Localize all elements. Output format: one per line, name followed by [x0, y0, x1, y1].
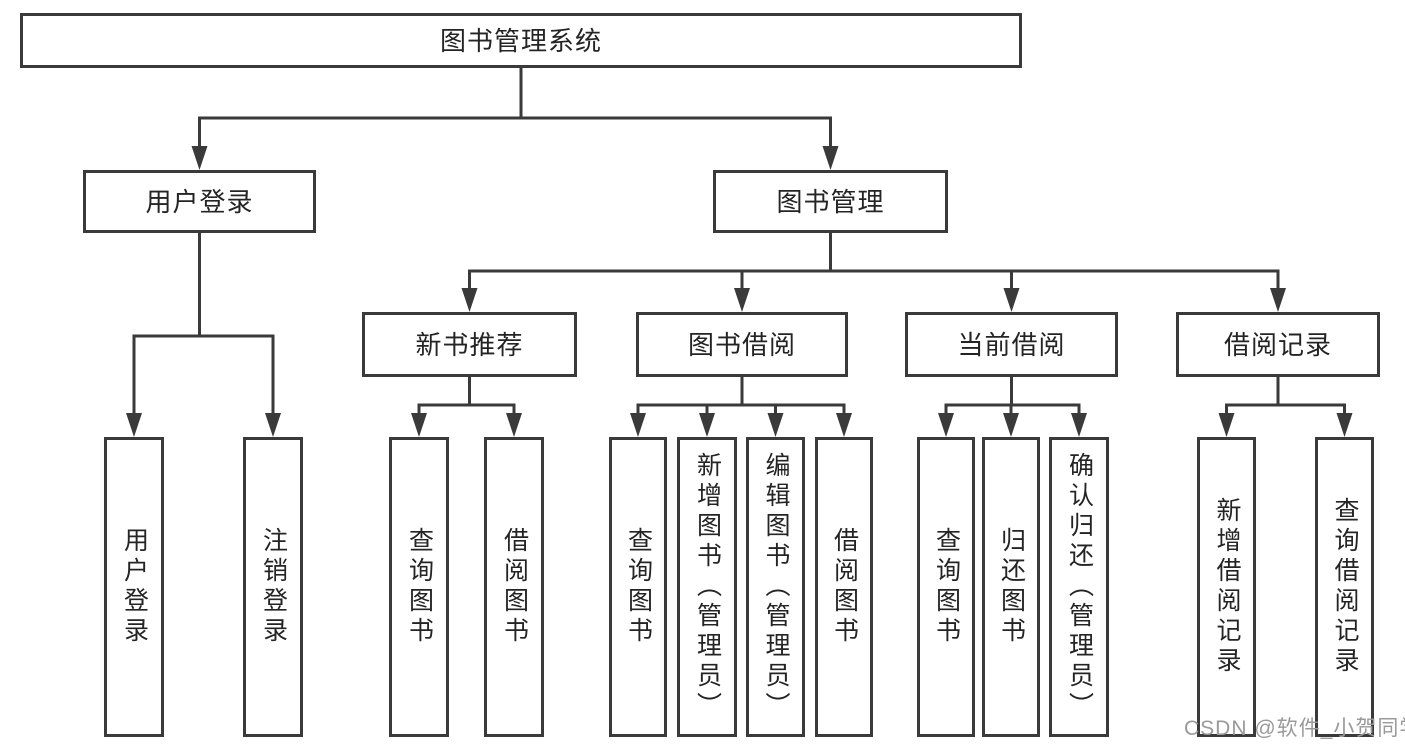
arrowhead-icon: [699, 413, 715, 437]
connector-path: [468, 231, 1280, 294]
node-label: 当前借阅: [957, 329, 1066, 360]
connector-path: [944, 375, 1081, 419]
connector-user-login: [126, 231, 281, 437]
node-current-borrowing: 当前借阅: [905, 312, 1118, 377]
connector-root: [191, 66, 839, 170]
arrowhead-icon: [1336, 413, 1353, 437]
node-query-books-borrowing: 查询图书: [609, 437, 667, 737]
node-borrowing-records: 借阅记录: [1176, 312, 1380, 377]
node-logout-leaf: 注销登录: [243, 437, 303, 737]
arrowhead-icon: [506, 413, 522, 437]
watermark-text: CSDN @软件_小贺同学: [1184, 717, 1405, 740]
connector-path: [417, 375, 516, 419]
node-query-borrow-record: 查询借阅记录: [1315, 437, 1374, 737]
node-label: 新书推荐: [415, 329, 524, 360]
arrowhead-icon: [630, 413, 646, 437]
node-label: 归还图书: [997, 527, 1026, 647]
node-label: 编辑图书（管理员）: [762, 452, 790, 722]
node-borrow-books-borrowing: 借阅图书: [815, 437, 873, 737]
node-add-books-admin: 新增图书（管理员）: [677, 437, 737, 737]
arrowhead-icon: [1270, 288, 1286, 312]
node-root: 图书管理系统: [20, 13, 1022, 68]
node-label: 借阅图书: [500, 527, 529, 647]
arrowhead-icon: [191, 146, 208, 170]
arrowhead-icon: [1218, 413, 1235, 437]
node-book-borrowing: 图书借阅: [636, 312, 848, 377]
arrowhead-icon: [126, 413, 142, 437]
arrowhead-icon: [1003, 288, 1020, 312]
node-label: 用户登录: [145, 186, 254, 217]
connector-book-management: [461, 231, 1286, 312]
node-label: 查询图书: [624, 527, 653, 647]
arrowhead-icon: [461, 288, 478, 312]
node-label: 注销登录: [259, 527, 288, 647]
node-add-borrow-record: 新增借阅记录: [1197, 437, 1256, 737]
arrowhead-icon: [1071, 413, 1087, 437]
connector-path: [636, 375, 846, 419]
connector-current-borrowing: [938, 375, 1087, 437]
node-label: 查询借阅记录: [1331, 497, 1359, 677]
arrowhead-icon: [734, 288, 750, 312]
node-label: 借阅记录: [1223, 329, 1332, 360]
node-query-books-current: 查询图书: [917, 437, 975, 737]
arrowhead-icon: [767, 413, 784, 437]
arrowhead-icon: [265, 413, 281, 437]
connector-path: [1225, 375, 1346, 419]
node-return-books: 归还图书: [982, 437, 1040, 737]
node-label: 查询图书: [405, 527, 434, 647]
node-book-management: 图书管理: [713, 170, 948, 233]
arrowhead-icon: [836, 413, 852, 437]
connector-path: [198, 66, 832, 152]
node-borrow-books-recommend: 借阅图书: [484, 437, 544, 737]
node-label: 图书管理系统: [439, 25, 602, 56]
node-new-book-recommend: 新书推荐: [362, 312, 577, 377]
connector-borrowing-records: [1218, 375, 1353, 437]
connector-new-book-recommend: [411, 375, 522, 437]
node-label: 借阅图书: [830, 527, 859, 647]
node-label: 新增图书（管理员）: [693, 452, 722, 722]
node-label: 图书借阅: [687, 329, 796, 360]
arrowhead-icon: [938, 413, 954, 437]
node-label: 用户登录: [120, 527, 149, 647]
node-confirm-return-admin: 确认归还（管理员）: [1049, 437, 1109, 737]
node-label: 新增借阅记录: [1213, 497, 1241, 677]
node-user-login-leaf: 用户登录: [104, 437, 164, 737]
arrowhead-icon: [1003, 413, 1019, 437]
node-query-books-recommend: 查询图书: [389, 437, 449, 737]
node-label: 确认归还（管理员）: [1065, 452, 1094, 722]
arrowhead-icon: [411, 413, 427, 437]
node-edit-books-admin: 编辑图书（管理员）: [746, 437, 805, 737]
node-user-login: 用户登录: [83, 170, 316, 233]
connector-book-borrowing: [630, 375, 852, 437]
connector-path: [132, 231, 275, 419]
arrowhead-icon: [822, 146, 839, 170]
node-label: 查询图书: [932, 527, 961, 647]
node-label: 图书管理: [776, 186, 885, 217]
